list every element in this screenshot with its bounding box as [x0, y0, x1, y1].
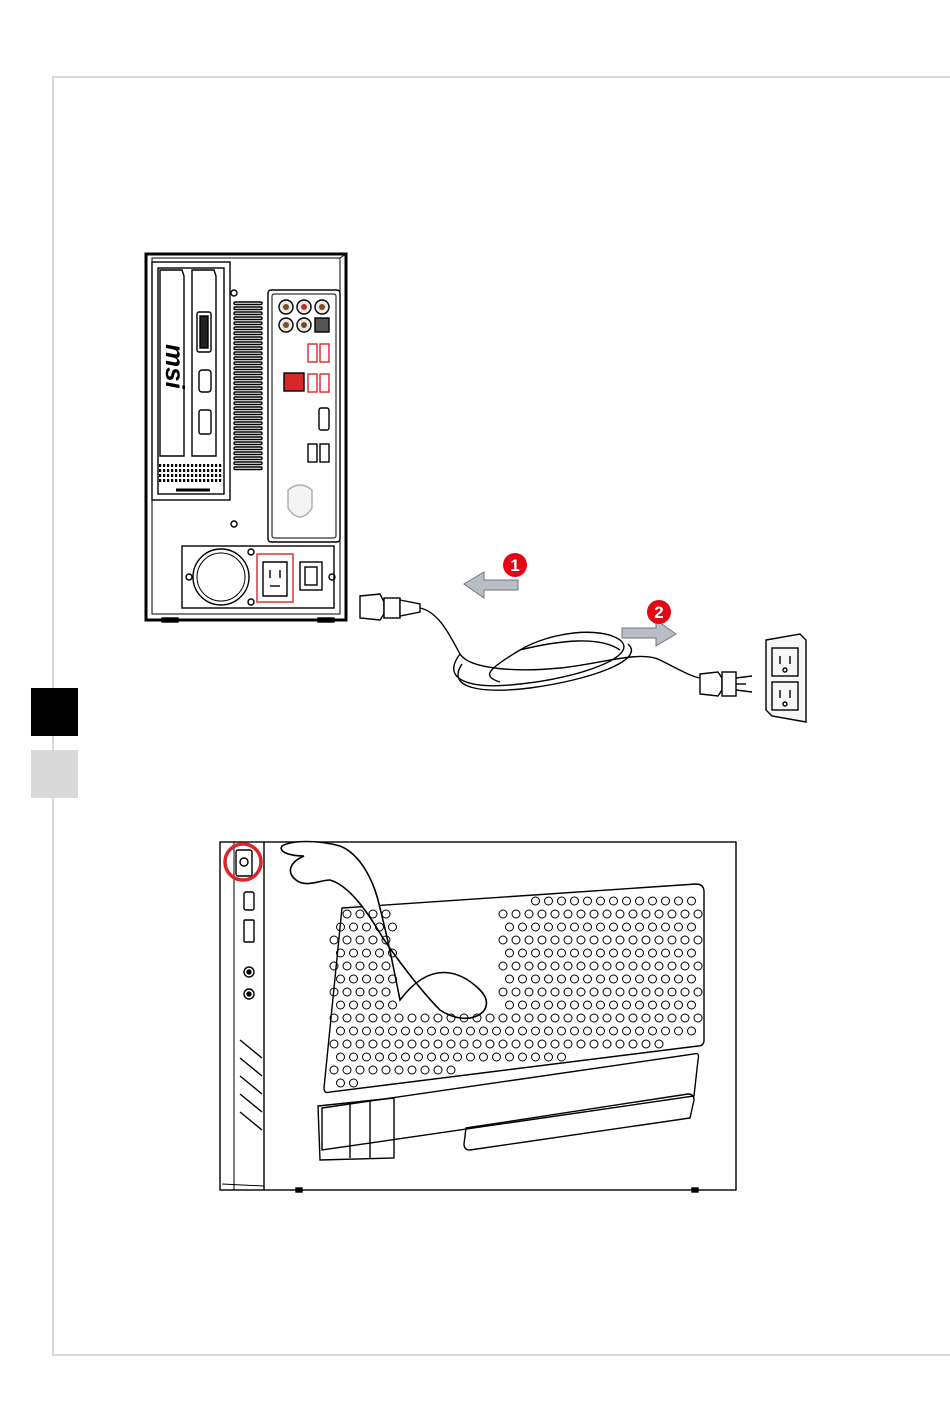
unplug-arrow — [622, 620, 676, 646]
callout-2-label: 2 — [654, 603, 663, 622]
callout-1: 1 — [503, 553, 527, 577]
msi-logo: msi — [160, 344, 190, 390]
rear-panel-illustration: msi 1 2 — [0, 0, 950, 760]
side-view-illustration — [0, 780, 950, 1240]
plug-in-arrow — [464, 572, 518, 598]
callout-2: 2 — [647, 600, 671, 624]
callout-1-label: 1 — [510, 556, 519, 575]
